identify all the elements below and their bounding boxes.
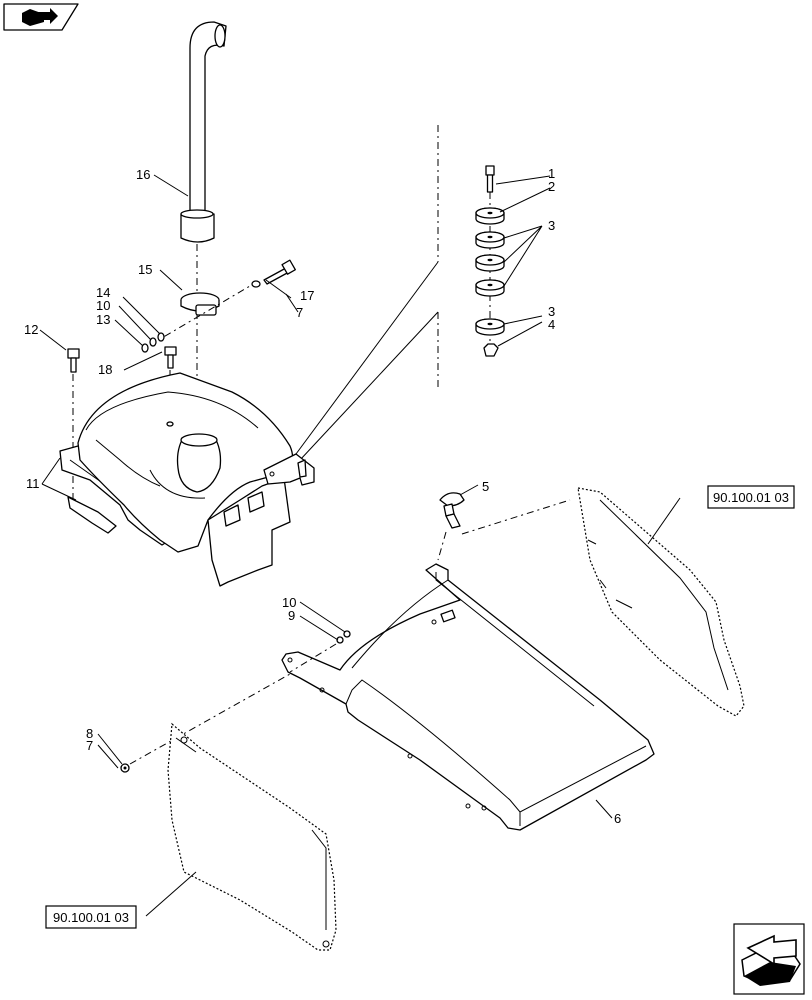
book-arrow-icon[interactable] xyxy=(3,3,79,31)
callout-14: 14 xyxy=(96,285,110,300)
clamp xyxy=(180,292,220,316)
ref-text-left: 90.100.01 03 xyxy=(53,910,129,925)
side-panel-left xyxy=(167,722,337,951)
left-panel-axis xyxy=(129,673,291,765)
ref-box-left[interactable]: 90.100.01 03 xyxy=(45,905,137,929)
latch-axis-right xyxy=(461,499,571,535)
callout-7b: 7 xyxy=(86,738,93,753)
view-leader-2 xyxy=(299,311,439,461)
isolator-3c xyxy=(475,279,505,297)
callout-15: 15 xyxy=(138,262,152,277)
nut-washer-set xyxy=(141,332,165,353)
callout-9: 9 xyxy=(288,608,295,623)
nut-4 xyxy=(483,343,499,357)
fitting-18 xyxy=(164,346,177,369)
callout-1: 1 xyxy=(548,166,555,181)
callout-13: 13 xyxy=(96,312,110,327)
callout-4: 4 xyxy=(548,317,555,332)
callout-10b: 10 xyxy=(282,595,296,610)
callout-3b: 3 xyxy=(548,304,555,319)
isolator-3d xyxy=(475,318,505,336)
latch-5 xyxy=(439,492,465,529)
callout-3a: 3 xyxy=(548,218,555,233)
callout-17: 17 xyxy=(300,288,314,303)
callout-12: 12 xyxy=(24,322,38,337)
ref-box-right[interactable]: 90.100.01 03 xyxy=(707,485,795,509)
bolt-1 xyxy=(485,165,495,193)
callout-5: 5 xyxy=(482,479,489,494)
callouts: 1 2 3 3 4 5 6 7 7 8 9 10 10 11 12 13 14 … xyxy=(24,166,621,826)
next-page-arrow-icon[interactable] xyxy=(733,923,805,995)
ref-text-right: 90.100.01 03 xyxy=(713,490,789,505)
callout-11: 11 xyxy=(26,476,40,491)
bolt-17 xyxy=(251,259,296,288)
isolator-3b xyxy=(475,254,505,272)
callout-2: 2 xyxy=(548,179,555,194)
main-cover xyxy=(281,563,655,831)
callout-6: 6 xyxy=(614,811,621,826)
washer-2 xyxy=(475,207,505,225)
washer-set-9-10 xyxy=(336,630,351,644)
callout-10a: 10 xyxy=(96,298,110,313)
isolator-3a xyxy=(475,231,505,249)
clamp-bolt-axis xyxy=(149,282,256,346)
side-panel-right xyxy=(577,487,745,717)
callout-18: 18 xyxy=(98,362,112,377)
view-leader-1 xyxy=(295,261,439,455)
leader-lines xyxy=(39,174,681,917)
latch-axis-down xyxy=(437,531,447,561)
exhaust-pipe xyxy=(180,21,227,243)
washer-set-7-8 xyxy=(120,763,130,773)
bolt-12 xyxy=(67,348,80,373)
callout-16: 16 xyxy=(136,167,150,182)
callout-8: 8 xyxy=(86,726,93,741)
exhaust-hood xyxy=(77,372,315,587)
callout-7a: 7 xyxy=(296,305,303,320)
